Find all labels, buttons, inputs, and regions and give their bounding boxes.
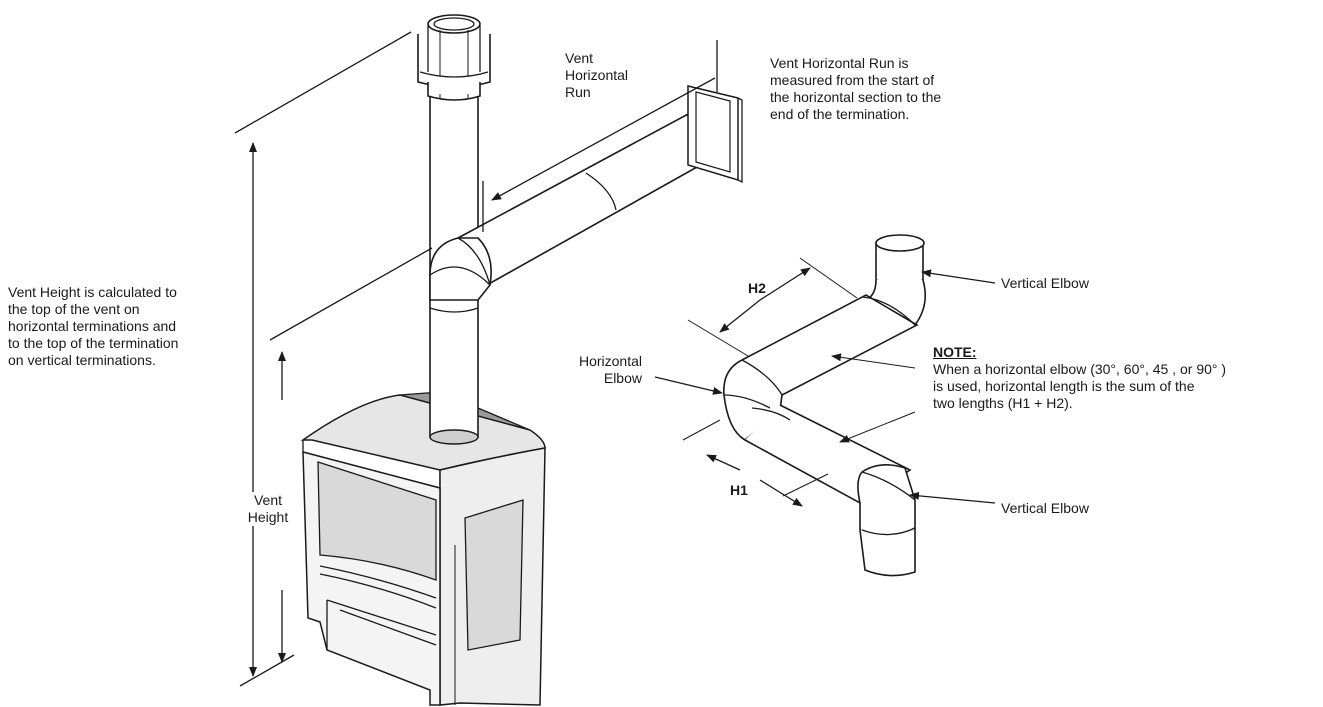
stove-front-window <box>317 461 437 581</box>
horizontal-vent-pipe <box>457 111 724 291</box>
label-line: Vent Height is calculated to <box>8 284 177 300</box>
vent-height-note: Vent Height is calculated to the top of … <box>8 284 178 369</box>
label-line: Horizontal <box>578 353 642 369</box>
note-line: When a horizontal elbow (30°, 60°, 45 , … <box>933 361 1227 377</box>
note-line: is used, horizontal length is the sum of… <box>933 378 1195 394</box>
label-line: Elbow <box>603 370 642 386</box>
label-line: Height <box>247 509 289 525</box>
label-line: end of the termination. <box>770 106 910 122</box>
label-line: to the top of the termination <box>8 335 179 351</box>
stove-side-window <box>464 499 524 651</box>
label-line: Vent <box>253 492 283 508</box>
note-line: two lengths (H1 + H2). <box>933 395 1073 411</box>
vertical-elbow-bottom-label: Vertical Elbow <box>1001 500 1089 516</box>
note-title: NOTE: <box>933 344 977 360</box>
horizontal-termination-cap <box>687 85 743 184</box>
vertical-termination-cap <box>417 14 491 101</box>
callout-arrows <box>654 269 996 504</box>
elbow-detail <box>723 234 926 577</box>
h2-label: H2 <box>748 280 766 296</box>
label-line: on vertical terminations. <box>8 352 156 368</box>
note-block: NOTE: When a horizontal elbow (30°, 60°,… <box>933 344 1226 412</box>
stove <box>300 391 546 706</box>
left-elbow <box>429 237 492 301</box>
label-line: the horizontal section to the <box>770 89 942 105</box>
vent-height-label: Vent Height <box>243 492 293 526</box>
label-line: the top of the vent on <box>8 301 140 317</box>
label-line: Vent <box>565 50 594 66</box>
label-line: Run <box>565 84 591 100</box>
h-dimensions <box>682 257 858 507</box>
vertical-elbow-top-label: Vertical Elbow <box>1001 275 1089 291</box>
label-line: Horizontal <box>565 67 629 83</box>
label-line: measured from the start of <box>770 72 935 88</box>
vent-horizontal-run-dimension <box>482 40 718 232</box>
h1-label: H1 <box>730 482 748 498</box>
label-line: horizontal terminations and <box>8 318 177 334</box>
horizontal-run-note: Vent Horizontal Run is measured from the… <box>770 55 941 123</box>
label-line: Vent Horizontal Run is <box>770 55 909 71</box>
vent-horizontal-run-label: Vent Horizontal Run <box>565 50 628 101</box>
horizontal-elbow-label: Horizontal Elbow <box>560 353 642 387</box>
